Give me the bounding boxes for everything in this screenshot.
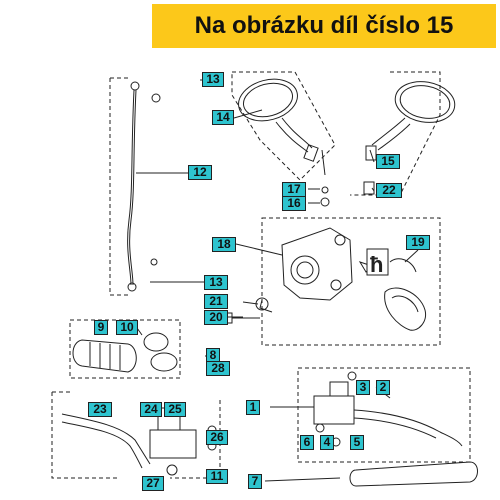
brake-caliper	[221, 227, 353, 324]
callout-9: 9	[94, 320, 108, 335]
callout-27: 27	[142, 476, 164, 491]
left-mirror	[238, 78, 330, 207]
title-text: Na obrázku díl číslo 15	[194, 12, 454, 39]
group-outlines	[51, 71, 471, 479]
title-banner: Na obrázku díl číslo 15	[152, 4, 496, 48]
callout-7: 7	[248, 474, 262, 489]
callout-22: 22	[376, 183, 402, 198]
callout-6: 6	[300, 435, 314, 450]
brake-hose	[127, 81, 161, 292]
callout-8: 8	[206, 348, 220, 363]
left-brake-lever	[61, 407, 217, 476]
callout-19: 19	[406, 235, 430, 250]
callout-3: 3	[356, 380, 370, 395]
callout-4: 4	[320, 435, 334, 450]
brake-pads	[358, 258, 427, 331]
callout-26: 26	[206, 430, 228, 445]
leader-lines	[136, 79, 419, 482]
callout-23: 23	[88, 402, 112, 417]
callout-1: 1	[246, 400, 260, 415]
callout-25: 25	[164, 402, 186, 417]
callout-28: 28	[206, 361, 230, 376]
callout-20: 20	[204, 310, 228, 325]
callout-17: 17	[282, 182, 306, 197]
callout-12: 12	[188, 165, 212, 180]
callout-5: 5	[350, 435, 364, 450]
callout-14: 14	[212, 110, 234, 125]
callout-16: 16	[282, 196, 306, 211]
callout-11: 11	[206, 469, 228, 484]
callout-15: 15	[376, 154, 400, 169]
callout-13: 13	[202, 72, 224, 87]
callout-21: 21	[204, 294, 228, 309]
svg-text:ħ: ħ	[370, 252, 383, 277]
callout-24: 24	[140, 402, 162, 417]
left-grip	[72, 332, 178, 373]
callout-10: 10	[116, 320, 138, 335]
right-grip	[349, 461, 478, 487]
right-brake-lever	[313, 371, 463, 447]
callout-13: 13	[204, 275, 228, 290]
callout-2: 2	[376, 380, 390, 395]
callout-18: 18	[212, 237, 236, 252]
right-mirror	[363, 81, 456, 195]
